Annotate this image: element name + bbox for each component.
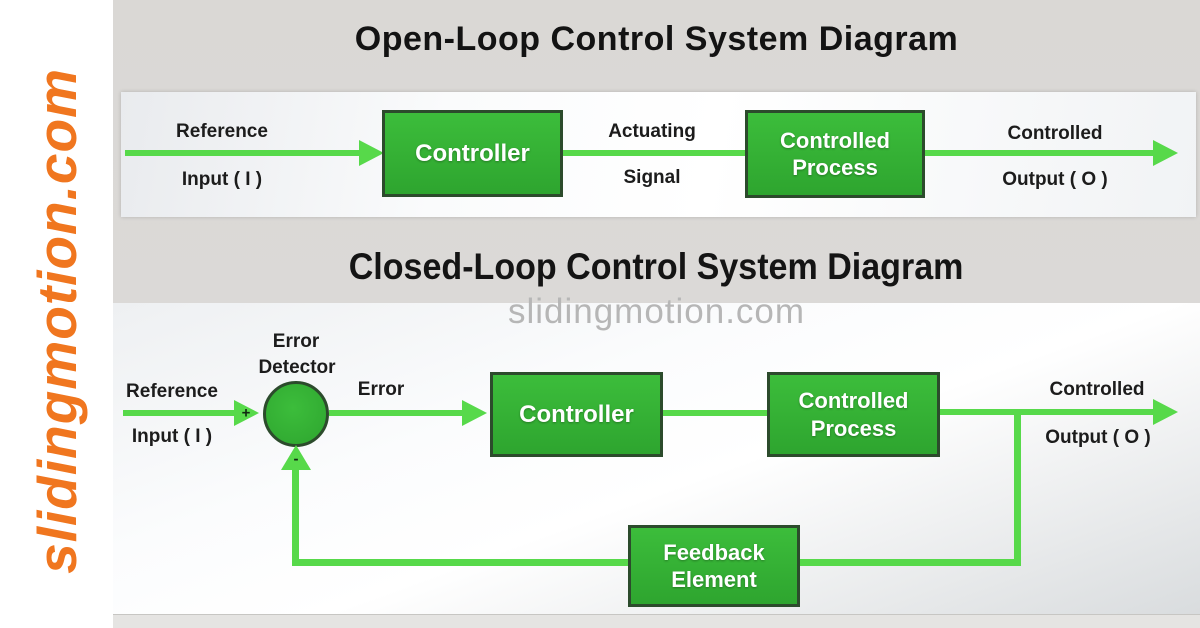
error-detector-label-line2: Detector [258,357,336,378]
open-actuating-line [563,150,745,156]
closed-output-arrowhead-icon [1153,399,1178,425]
error-detector-circle [263,381,329,447]
watermark-sidebar: slidingmotion.com [0,0,113,628]
open-process-block: Controlled Process [745,110,925,198]
bottom-strip [113,614,1200,628]
open-signal-label: Signal [623,167,681,188]
controller-process-line [663,410,767,416]
open-actuating-label: Actuating [608,121,696,142]
closed-controlled-label: Controlled [1049,379,1145,400]
feedback-rise-line [292,468,299,563]
open-reference-label: Reference [176,121,268,142]
center-watermark-text: slidingmotion.com [507,292,806,331]
open-input-arrow-line [125,150,361,156]
sidebar-watermark-text: slidingmotion.com [25,68,88,574]
plus-sign: + [241,404,251,422]
open-input-label: Input ( I ) [181,169,263,190]
feedback-drop-line [1014,413,1021,563]
error-label: Error [357,379,405,400]
feedback-arrowhead-icon [281,445,311,470]
closed-controller-block: Controller [490,372,663,457]
error-detector-label-line1: Error [272,331,320,352]
closed-loop-title: Closed-Loop Control System Diagram [349,246,964,287]
closed-loop-diagram: Error Detector + Reference Input ( I ) E… [113,303,1200,614]
open-loop-title: Open-Loop Control System Diagram [354,20,959,58]
minus-sign: - [293,450,299,468]
closed-input-arrowhead-icon [234,400,259,426]
closed-output-arrow-line [940,409,1154,415]
open-loop-diagram: Reference Input ( I ) Controller Actuati… [121,92,1196,217]
open-output-label: Output ( O ) [1002,169,1108,190]
open-output-arrow-line [925,150,1154,156]
closed-process-block: Controlled Process [767,372,940,457]
error-arrowhead-icon [462,400,487,426]
closed-input-label: Input ( I ) [131,426,213,447]
open-controller-block: Controller [382,110,563,197]
open-controlled-label: Controlled [1007,123,1103,144]
closed-reference-label: Reference [126,381,218,402]
feedback-element-block: Feedback Element [628,525,800,607]
closed-input-arrow-line [123,410,235,416]
open-input-arrowhead-icon [359,140,384,166]
closed-output-label: Output ( O ) [1045,427,1151,448]
error-arrow-line [329,410,463,416]
open-output-arrowhead-icon [1153,140,1178,166]
